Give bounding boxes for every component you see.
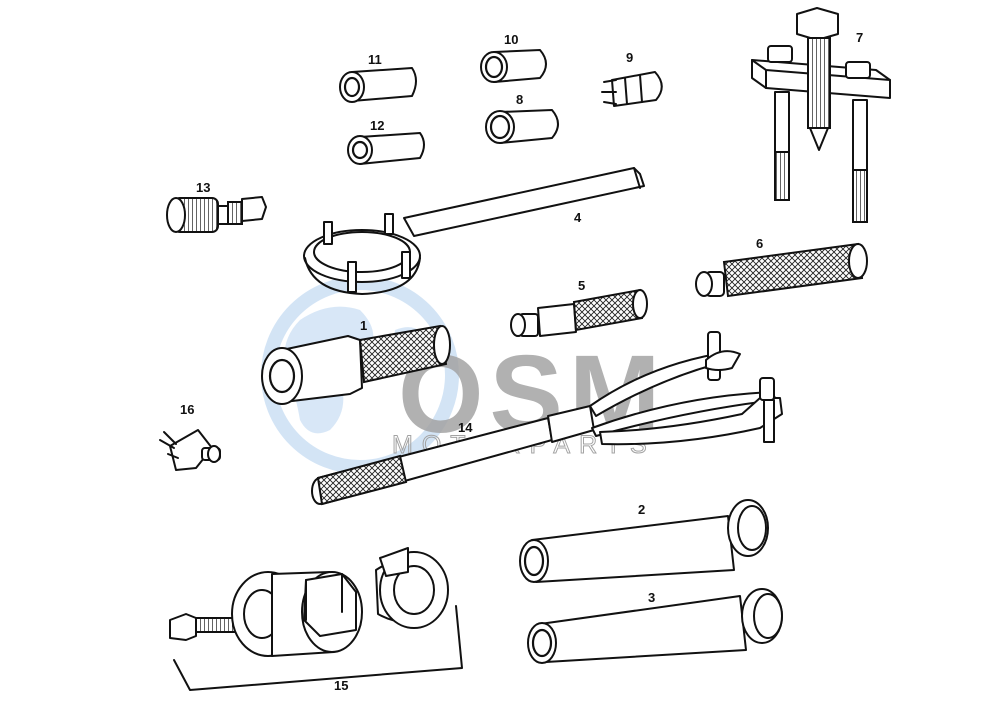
part-16-pin-tool: [159, 429, 221, 471]
callout-labels: 1 2 3 4 5 6 7 8 9 10 11 12 13 14 15 16: [180, 30, 863, 693]
callout-7: 7: [856, 30, 863, 45]
callout-11: 11: [368, 52, 382, 67]
part-3-installer-tube: [527, 588, 783, 664]
part-10-sleeve: [480, 49, 547, 83]
callout-10: 10: [504, 32, 518, 47]
part-4-spanner-wrench: [303, 167, 645, 295]
callout-14: 14: [458, 420, 473, 435]
part-1-drift-tool: [261, 324, 451, 405]
spanner-pins: [323, 213, 411, 293]
callout-5: 5: [578, 278, 585, 293]
callout-15: 15: [334, 678, 348, 693]
part-13-adapter: [166, 196, 267, 233]
part-2-installer-tube: [519, 499, 769, 583]
callout-16: 16: [180, 402, 194, 417]
callout-1: 1: [360, 318, 367, 333]
callout-13: 13: [196, 180, 210, 195]
part-15-extractor-set: [169, 547, 463, 691]
callout-4: 4: [574, 210, 582, 225]
callout-2: 2: [638, 502, 645, 517]
part-6-handle: [695, 242, 868, 298]
part-8-sleeve: [485, 109, 559, 144]
callout-3: 3: [648, 590, 655, 605]
callout-9: 9: [626, 50, 633, 65]
part-12-sleeve: [347, 132, 425, 165]
part-5-handle: [510, 288, 648, 337]
callout-6: 6: [756, 236, 763, 251]
part-14-holding-tool: [311, 331, 783, 506]
part-11-sleeve: [339, 67, 417, 103]
callout-12: 12: [370, 118, 384, 133]
part-7-puller: [751, 7, 891, 223]
callout-8: 8: [516, 92, 523, 107]
part-9-collet: [601, 71, 663, 107]
